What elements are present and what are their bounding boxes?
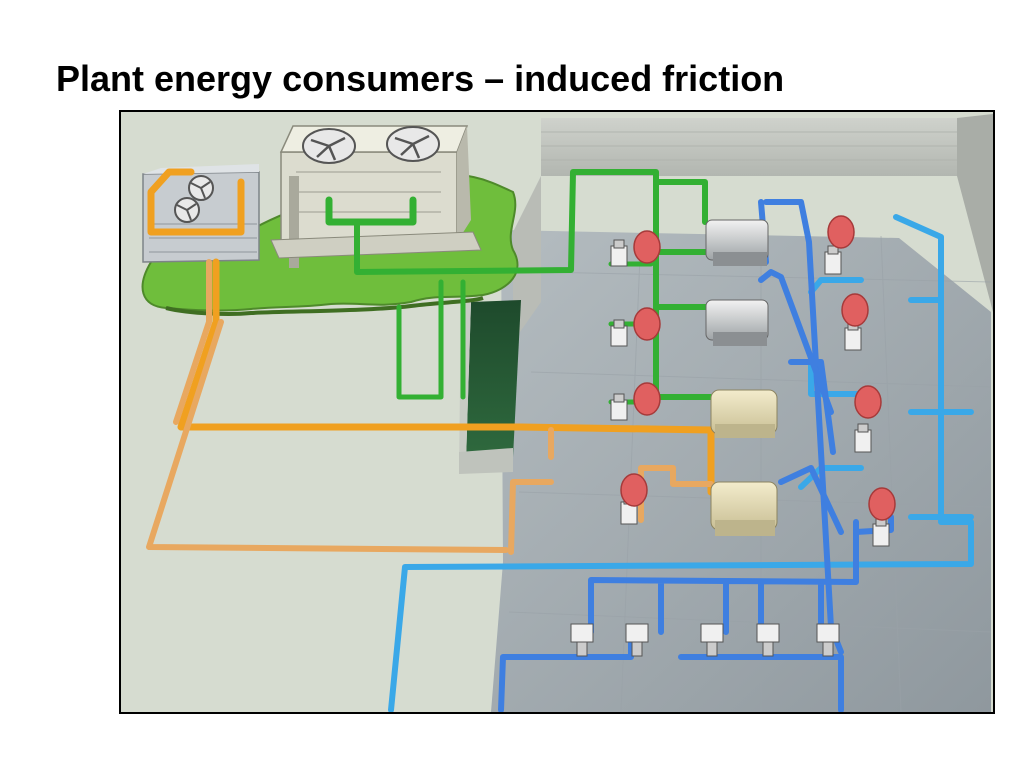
fan-icon — [188, 175, 214, 201]
back-wall — [541, 118, 957, 176]
friction-marker — [841, 293, 869, 327]
chiller — [705, 219, 769, 266]
wall-brick-lines — [541, 131, 957, 161]
friction-marker — [827, 215, 855, 249]
plant-room — [459, 114, 993, 712]
pump-icon — [610, 393, 628, 421]
pump-icon — [854, 423, 872, 453]
chiller — [705, 299, 769, 346]
trench-front — [459, 448, 513, 474]
cooling-tower-large — [270, 125, 482, 268]
condenser-water-piping — [146, 168, 715, 555]
pump-icon — [872, 517, 890, 547]
plant-illustration — [141, 114, 993, 712]
floor-slab — [491, 230, 991, 712]
friction-markers — [620, 215, 896, 521]
cooling-tower-small — [142, 164, 260, 263]
chiller — [710, 389, 778, 438]
fan-icon — [302, 128, 356, 164]
side-wall-right — [957, 114, 993, 312]
chilled-return-piping — [498, 199, 894, 712]
slide-title: Plant energy consumers – induced frictio… — [56, 58, 785, 99]
ladder — [289, 176, 299, 268]
plant-diagram — [119, 110, 995, 714]
fan-icon — [386, 126, 440, 162]
pump-icon — [756, 623, 780, 657]
friction-marker — [633, 307, 661, 341]
friction-marker — [633, 382, 661, 416]
chiller — [710, 481, 778, 536]
pump-icon — [824, 245, 842, 275]
secondary-pumps — [570, 623, 840, 657]
pump-icon — [816, 623, 840, 657]
friction-marker — [868, 487, 896, 521]
pump-icon — [610, 319, 628, 347]
water-trench — [466, 300, 521, 462]
pump-icon — [625, 623, 649, 657]
fan-icon — [174, 197, 200, 223]
pump-icon — [610, 239, 628, 267]
friction-marker — [633, 230, 661, 264]
friction-marker — [854, 385, 882, 419]
pump-icon — [570, 623, 594, 657]
friction-marker — [620, 473, 648, 507]
pump-icon — [700, 623, 724, 657]
